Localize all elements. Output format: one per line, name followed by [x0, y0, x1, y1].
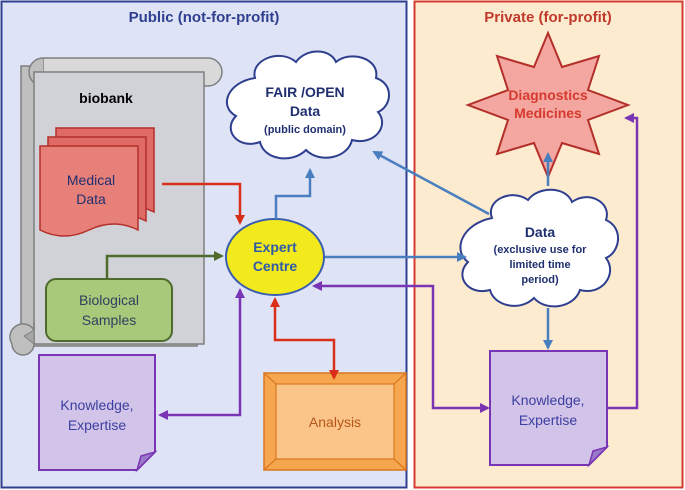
arrow-samples-to-expert: [105, 251, 224, 278]
medical-data-line1: Medical: [67, 172, 115, 188]
private-data-line3: limited time: [509, 259, 570, 271]
fair-open-cloud: [225, 50, 390, 160]
private-data-line4: period): [521, 274, 559, 286]
knowledge-private-note: [489, 350, 608, 466]
arrow-expert-knowledge-public: [158, 288, 245, 420]
knowledge-private-fold: [587, 445, 610, 468]
fair-open-line3: (public domain): [264, 124, 346, 136]
biobank-title: biobank: [79, 90, 133, 106]
diagnostics-line2: Medicines: [514, 105, 582, 121]
knowledge-private-line2: Expertise: [519, 412, 578, 428]
arrow-expert-to-fair: [274, 168, 315, 219]
private-data-line1: Data: [525, 224, 556, 240]
biological-samples-line1: Biological: [79, 292, 139, 308]
knowledge-public-line2: Expertise: [68, 417, 127, 433]
fair-open-line1: FAIR /OPEN: [265, 84, 344, 100]
arrow-medical-to-expert: [162, 182, 245, 225]
knowledge-public-line1: Knowledge,: [60, 397, 133, 413]
expert-centre-line1: Expert: [253, 239, 297, 255]
knowledge-public-fold: [135, 450, 158, 473]
expert-centre-line2: Centre: [253, 258, 298, 274]
private-panel-title: Private (for-profit): [484, 9, 612, 26]
arrow-knowledge-to-diagnostics: [608, 113, 639, 410]
public-panel-title: Public (not-for-profit): [129, 9, 280, 26]
diagnostics-line1: Diagnostics: [508, 87, 588, 103]
medical-data-docs: [39, 127, 155, 237]
analysis-label: Analysis: [309, 414, 361, 430]
medical-data-line2: Data: [76, 191, 106, 207]
biological-samples-line2: Samples: [82, 312, 136, 328]
private-data-line2: (exclusive use for: [494, 244, 588, 256]
biological-samples-box: [45, 278, 173, 342]
fair-open-line2: Data: [290, 103, 321, 119]
knowledge-private-line1: Knowledge,: [511, 392, 584, 408]
arrow-private-data-to-fair: [372, 150, 490, 216]
expert-centre-ellipse: [225, 218, 325, 296]
arrow-expert-knowledge-private: [312, 281, 490, 413]
